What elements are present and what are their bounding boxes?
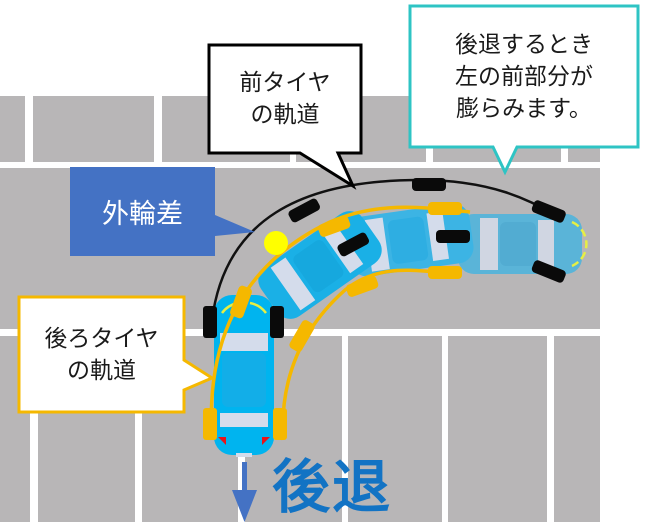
- rear-tires: [203, 202, 462, 440]
- bulge-callout-bubble: [408, 4, 640, 176]
- down-arrow-icon: [232, 462, 257, 522]
- rear-tire-callout-bubble: [17, 295, 216, 414]
- front-tire-path: [210, 178, 556, 321]
- bulge-callout: 後退するとき 左の前部分が 膨らみます。: [410, 6, 638, 147]
- front-tire-callout-line-1: 前タイヤ: [239, 70, 331, 96]
- car-final-position: [214, 295, 274, 457]
- outer-wheel-difference-point: [264, 231, 288, 255]
- front-tire-callout-line-2: の軌道: [250, 102, 320, 128]
- rear-tire-path: [209, 205, 471, 441]
- rear-tire-callout-line-1: 後ろタイヤ: [44, 325, 159, 352]
- rear-tire-callout: 後ろタイヤ の軌道: [19, 297, 184, 412]
- car-start-position: [458, 214, 588, 274]
- car-mid-position-2: [258, 211, 382, 319]
- front-tire-callout-bubble: [207, 43, 363, 190]
- bulge-callout-line-1: 後退するとき: [455, 31, 593, 58]
- outer-wheel-difference-label: 外輪差: [102, 199, 183, 230]
- outer-diff-label-bubble: [70, 167, 255, 256]
- front-tire-callout: 前タイヤ の軌道: [209, 45, 361, 153]
- front-tires: [203, 178, 566, 338]
- bulge-callout-line-2: 左の前部分が: [455, 63, 593, 90]
- reverse-direction-label: 後退: [272, 453, 393, 521]
- rear-tire-callout-line-2: の軌道: [67, 357, 136, 384]
- bulge-callout-line-3: 膨らみます。: [456, 95, 592, 122]
